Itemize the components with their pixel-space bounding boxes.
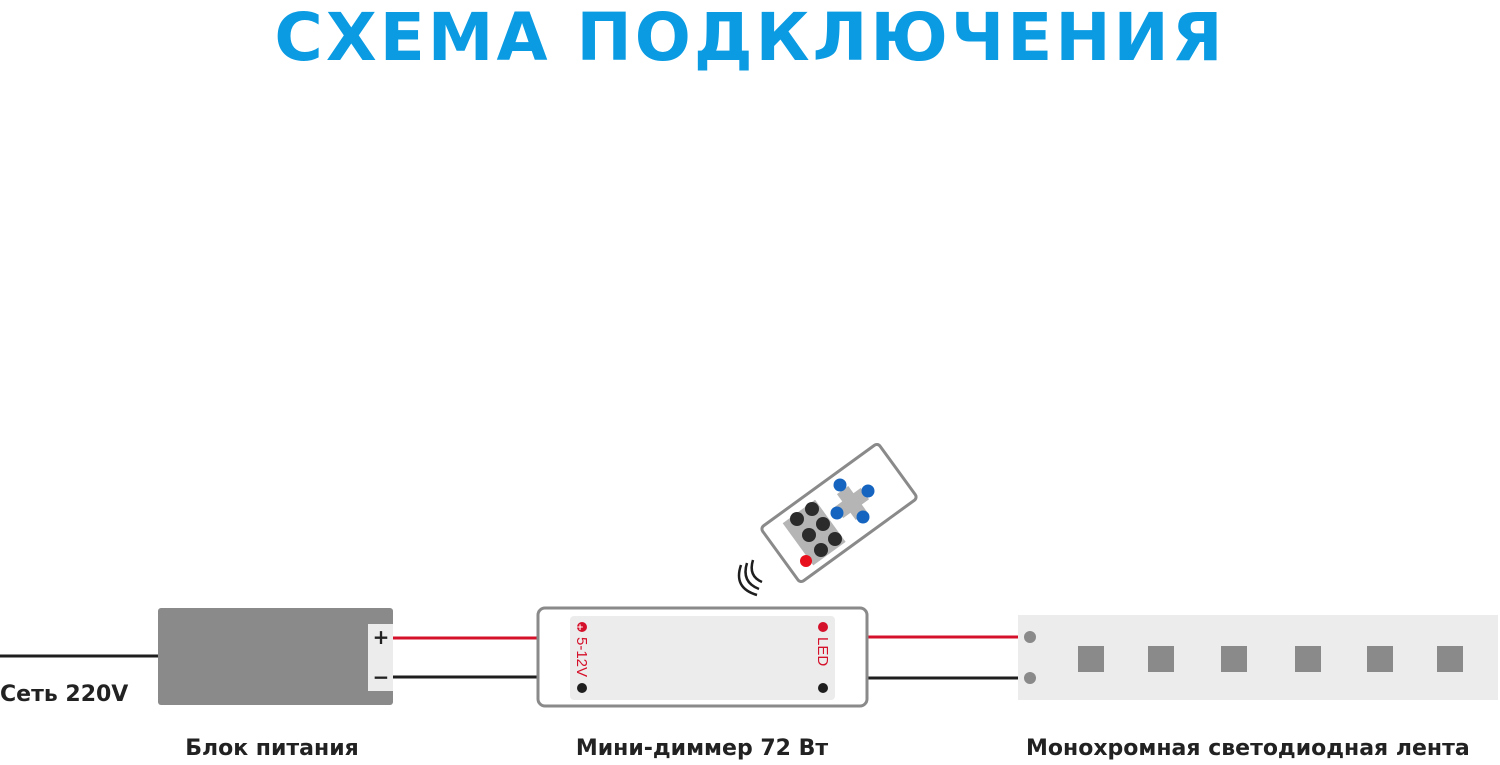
power-button-icon [800,555,812,567]
dimmer-label: Мини-диммер 72 Вт [576,736,829,761]
led-chip [1148,646,1174,672]
led-strip [1018,615,1498,700]
dimmer: + 5-12V LED [536,606,869,708]
signal-icon [737,559,763,597]
plus-icon [577,622,587,632]
page-title: СХЕМА ПОДКЛЮЧЕНИЯ [274,0,1225,76]
strip-label: Монохромная светодиодная лента [1026,736,1470,761]
led-chip [1437,646,1463,672]
minus-terminal: − [373,665,390,689]
svg-text:+: + [576,623,584,633]
terminal-block [368,624,393,691]
input-marking: 5-12V [573,637,590,677]
arrow-buttons [830,478,875,524]
mains-label: Сеть 220V [0,682,128,707]
minus-icon [577,683,587,693]
power-supply: + − [158,608,393,705]
minus-icon [818,683,828,693]
strip-contact-minus [1024,672,1036,684]
led-chip [1295,646,1321,672]
plus-terminal: + [373,625,390,649]
remote-control [760,442,918,584]
led-chip [1221,646,1247,672]
power-supply-label: Блок питания [185,736,359,761]
led-chip [1367,646,1393,672]
led-chip [1078,646,1104,672]
remote-buttons [790,502,842,557]
output-marking: LED [814,637,831,666]
plus-icon [818,622,828,632]
strip-contact-plus [1024,631,1036,643]
